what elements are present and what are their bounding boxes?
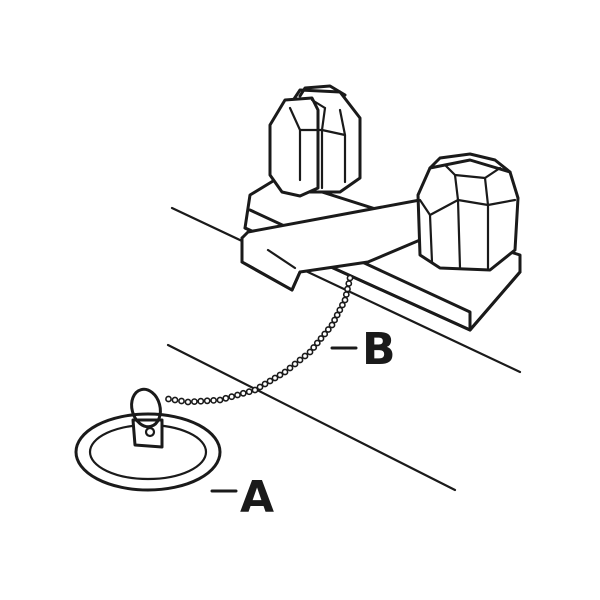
chain-bead — [338, 301, 346, 309]
chain-bead — [203, 397, 211, 405]
counter-front-edge — [166, 343, 457, 492]
chain-bead — [324, 326, 332, 333]
chain-bead — [281, 368, 289, 376]
chain-bead — [286, 364, 294, 372]
chain-bead — [321, 330, 329, 338]
chain-bead — [271, 374, 279, 382]
chain-bead — [328, 321, 336, 329]
chain-bead — [301, 352, 309, 360]
chain-bead — [228, 393, 236, 401]
chain-bead — [331, 316, 338, 324]
chain-bead — [222, 394, 230, 402]
label-b: B — [330, 324, 396, 375]
stopper-ring — [130, 387, 162, 429]
chain-bead — [333, 311, 341, 319]
faucet-spout — [240, 198, 422, 292]
chain-bead — [317, 335, 325, 342]
chain-bead — [291, 360, 299, 368]
chain-bead — [216, 396, 224, 404]
chain — [165, 274, 354, 406]
chain-bead — [313, 339, 321, 347]
chain-bead — [197, 397, 205, 405]
label-a-text: A — [240, 472, 274, 523]
chain-bead — [178, 397, 185, 405]
chain-bead — [341, 296, 349, 304]
chain-bead — [310, 344, 318, 351]
chain-bead — [245, 388, 253, 396]
chain-bead — [171, 396, 179, 404]
label-b-text: B — [362, 324, 396, 375]
chain-bead — [306, 348, 314, 356]
label-a: A — [210, 472, 274, 523]
stopper-tab — [131, 418, 164, 449]
chain-bead — [251, 386, 259, 394]
chain-bead — [345, 280, 353, 287]
chain-bead — [239, 389, 247, 397]
chain-bead — [336, 306, 344, 314]
chain-bead — [165, 395, 172, 403]
right-handle — [416, 152, 520, 272]
chain-bead — [256, 383, 264, 391]
chain-bead — [276, 371, 284, 379]
chain-bead — [190, 398, 198, 405]
chain-bead — [266, 377, 274, 385]
left-handle — [268, 84, 362, 198]
chain-bead — [234, 391, 241, 399]
chain-bead — [210, 396, 217, 404]
chain-bead — [261, 380, 269, 388]
chain-bead — [342, 291, 350, 298]
chain-bead — [344, 285, 351, 293]
chain-bead — [296, 356, 304, 364]
stopper — [74, 387, 222, 492]
chain-bead — [184, 398, 192, 406]
chain-bead — [346, 274, 354, 282]
